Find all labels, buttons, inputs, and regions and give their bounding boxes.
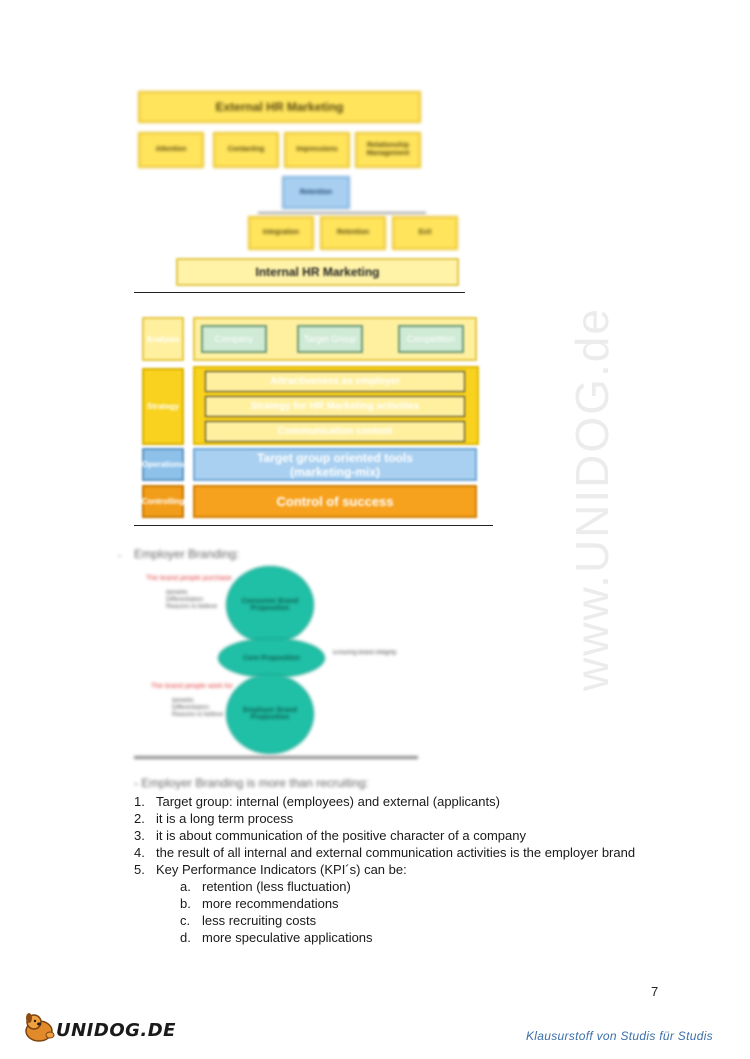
retention-center-box: Retention (282, 176, 350, 209)
analysis-competition: Competition (398, 325, 464, 353)
connector-line (258, 212, 426, 214)
stage-box-attention: Attention (138, 132, 204, 168)
list-text: the result of all internal and external … (156, 845, 636, 860)
bullet: Benefits (166, 590, 188, 596)
core-note: Ensuring brand integrity (333, 650, 397, 656)
core-proposition-ellipse: Core Proposition (218, 638, 325, 678)
operations-box: Target group oriented tools (marketing-m… (193, 448, 477, 481)
analysis-company: Company (201, 325, 267, 353)
label-controlling: Controlling (142, 485, 184, 518)
brand-top-bullets: Benefits Differentiators Reasons to beli… (166, 590, 217, 611)
strategy-bar-communication: Communication content (205, 421, 465, 442)
sub-list-letter: a. (180, 879, 191, 894)
footer-logo-text: UNIDOG.DE (56, 1020, 176, 1041)
list-number: 3. (134, 828, 145, 843)
page-number: 7 (651, 984, 659, 999)
sub-list-letter: d. (180, 930, 191, 945)
list-item: 2. it is a long term process (134, 810, 293, 827)
sub-list-item: d. more speculative applications (180, 929, 373, 946)
list-number: 2. (134, 811, 145, 826)
controlling-box: Control of success (193, 485, 477, 518)
sub-list-item: b. more recommendations (180, 895, 339, 912)
label-analysis: Analysis (142, 317, 184, 361)
brand-promise-top: The brand people purchase (146, 575, 232, 582)
analysis-target-group: Target Group (297, 325, 363, 353)
bullet: Reasons to believe (172, 712, 224, 718)
watermark: www.UNIDOG.de (566, 307, 618, 691)
list-number: 5. (134, 862, 145, 877)
list-text: Key Performance Indicators (KPI´s) can b… (156, 862, 407, 877)
list-number: 1. (134, 794, 145, 809)
brand-promise-bottom: The brand people work for (151, 683, 233, 690)
sub-list-letter: b. (180, 896, 191, 911)
internal-hr-marketing-box: Internal HR Marketing (176, 258, 459, 286)
list-number: 4. (134, 845, 145, 860)
sub-list-item: c. less recruiting costs (180, 912, 316, 929)
stage-box-exit: Exit (392, 216, 458, 250)
footer-tagline: Klausurstoff von Studis für Studis (526, 1029, 713, 1043)
list-item: 3. it is about communication of the posi… (134, 827, 526, 844)
divider-2 (134, 525, 493, 526)
stage-box-impressions: Impressions (284, 132, 350, 168)
strategy-bar-attractiveness: Attractiveness as employer (205, 371, 465, 392)
bullet: Reasons to believe (166, 604, 218, 610)
bullet: Differentiators (172, 705, 210, 711)
divider-3 (134, 756, 418, 759)
brand-bottom-bullets: Benefits Differentiators Reasons to beli… (172, 698, 223, 719)
bullet: Benefits (172, 698, 194, 704)
sub-list-text: more recommendations (202, 896, 339, 911)
stage-box-integration: Integration (248, 216, 314, 250)
list-item: 4. the result of all internal and extern… (134, 844, 635, 861)
label-operations: Operations (142, 448, 184, 481)
list-text: it is about communication of the positiv… (156, 828, 526, 843)
sub-list-text: less recruiting costs (202, 913, 317, 928)
strategy-bar-strategy: Strategy for HR Marketing activities (205, 396, 465, 417)
list-item: 5. Key Performance Indicators (KPI´s) ca… (134, 861, 407, 878)
sub-list-text: retention (less fluctuation) (202, 879, 351, 894)
branding-bullet: - (118, 551, 122, 562)
sub-list-letter: c. (180, 913, 191, 928)
stage-box-contacting: Contacting (213, 132, 279, 168)
label-strategy: Strategy (142, 368, 184, 445)
external-hr-marketing-box: External HR Marketing (138, 91, 421, 123)
list-heading: - Employer Branding is more than recruit… (134, 776, 369, 790)
sub-list-item: a. retention (less fluctuation) (180, 878, 351, 895)
employer-brand-circle: Employer Brand Proposition (226, 674, 314, 754)
divider-1 (134, 292, 465, 293)
list-item: 1. Target group: internal (employees) an… (134, 793, 500, 810)
sub-list-text: more speculative applications (202, 930, 373, 945)
branding-heading: Employer Branding: (134, 547, 240, 561)
stage-box-retention: Retention (320, 216, 386, 250)
list-text: Target group: internal (employees) and e… (156, 794, 500, 809)
dog-logo-icon (22, 1011, 56, 1043)
consumer-brand-circle: Consumer Brand Proposition (226, 566, 314, 644)
bullet: Differentiators (166, 597, 204, 603)
stage-box-relationship: Relationship Management (355, 132, 421, 168)
list-text: it is a long term process (156, 811, 294, 826)
